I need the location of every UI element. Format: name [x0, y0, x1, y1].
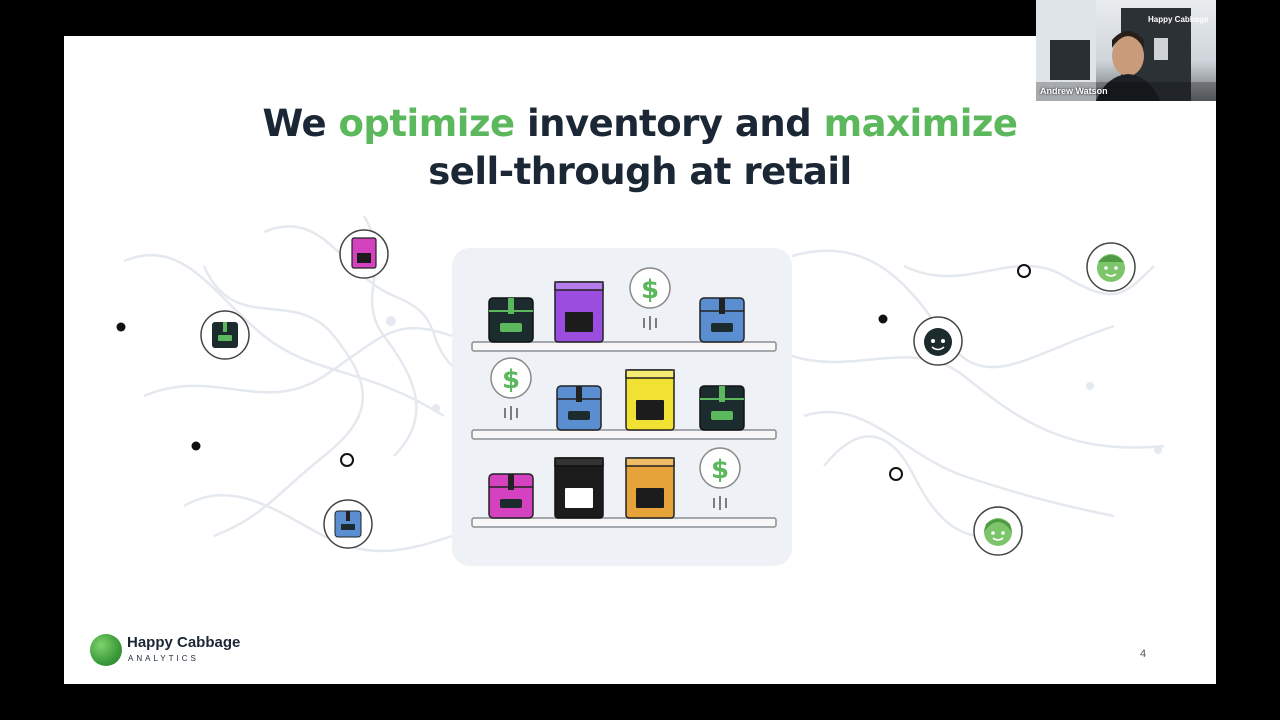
- title-text: We: [262, 102, 339, 145]
- svg-text:$: $: [502, 365, 520, 395]
- participant-video: [1036, 0, 1216, 101]
- package-icon: [488, 297, 534, 343]
- company-logo: Happy Cabbage ANALYTICS: [90, 632, 290, 672]
- svg-text:$: $: [641, 275, 659, 305]
- title-text: inventory and: [514, 102, 824, 145]
- shelves: [471, 341, 777, 528]
- pouch-icon: [625, 457, 675, 519]
- package-icon: [556, 385, 602, 431]
- slide-title-line2: sell-through at retail: [428, 150, 852, 193]
- package-icon: [699, 385, 745, 431]
- video-background-brand: Happy Cabbage: [1148, 15, 1209, 24]
- logo-name: Happy Cabbage: [127, 634, 241, 651]
- participant-video-tile[interactable]: Happy Cabbage Andrew Watson: [1036, 0, 1216, 101]
- package-icon: [488, 473, 534, 519]
- retail-shelf-illustration: $ $: [116, 215, 1165, 566]
- pouch-icon: [625, 369, 675, 431]
- cabbage-logo-icon: [90, 634, 122, 666]
- title-highlight-optimize: optimize: [338, 102, 515, 145]
- customer-icon: [913, 316, 963, 366]
- flow-nodes: [386, 316, 1162, 454]
- pouch-icon: [554, 281, 604, 343]
- svg-text:$: $: [711, 455, 729, 485]
- pouch-icon: [339, 229, 389, 279]
- title-highlight-maximize: maximize: [823, 102, 1018, 145]
- dollar-icon: $: [490, 357, 532, 420]
- package-icon: [699, 297, 745, 343]
- logo-tagline: ANALYTICS: [128, 654, 199, 663]
- participant-name: Andrew Watson: [1040, 86, 1108, 96]
- customer-icon: [973, 506, 1023, 556]
- slide-title-line1: We optimize inventory and maximize: [64, 102, 1216, 145]
- dollar-icon: $: [699, 447, 741, 510]
- package-icon: [200, 310, 250, 360]
- page-number: 4: [1140, 648, 1147, 660]
- presentation-slide: We optimize inventory and maximize sell-…: [64, 36, 1216, 684]
- package-icon: [323, 499, 373, 549]
- customer-icon: [1086, 242, 1136, 292]
- dollar-icon: $: [629, 267, 671, 330]
- decorative-dots: [116, 264, 1031, 481]
- pouch-icon: [554, 457, 604, 519]
